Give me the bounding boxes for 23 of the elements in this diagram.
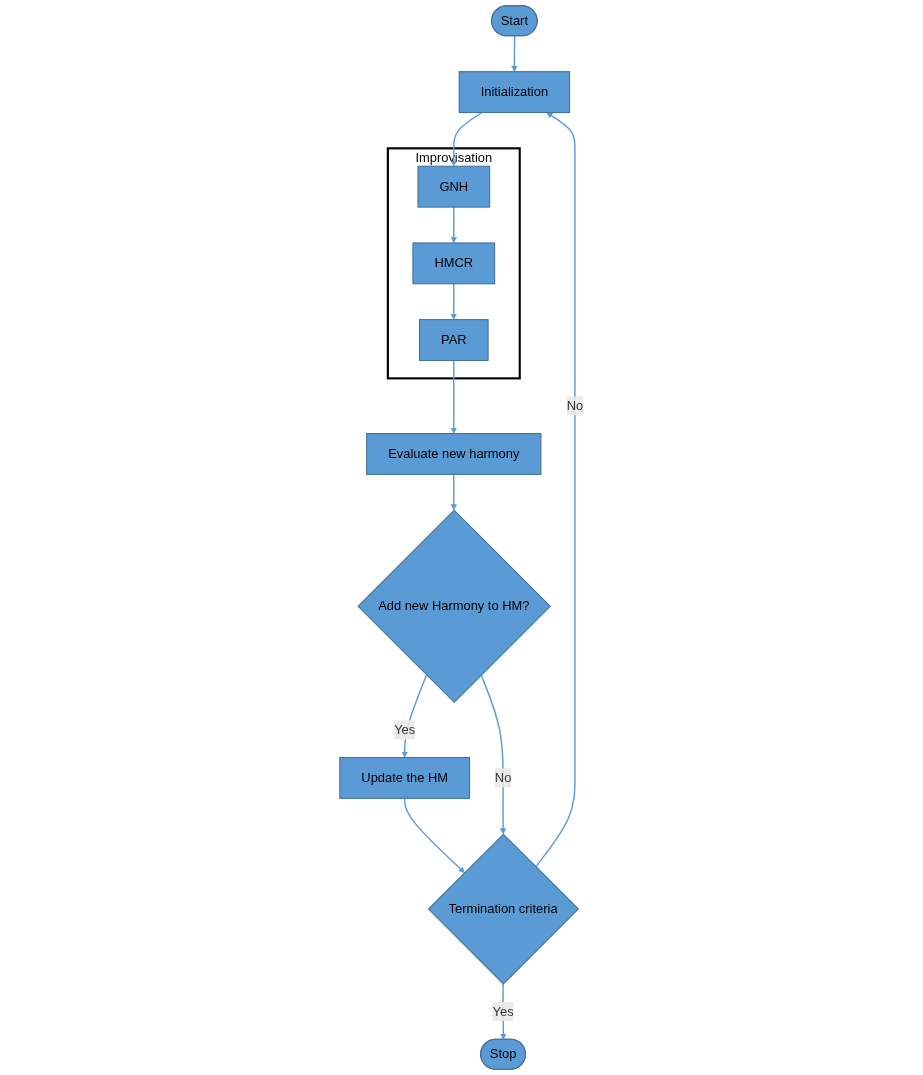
- arrow: [450, 283, 457, 320]
- arrow: [450, 473, 457, 511]
- edge-label: Yes: [394, 722, 416, 737]
- edge-label: Yes: [492, 1004, 514, 1019]
- arrow: [535, 112, 576, 868]
- arrow: [401, 674, 428, 758]
- arrow: [403, 797, 465, 873]
- arrow: [480, 674, 507, 835]
- node-diamond: Add new Harmony to HM?: [357, 509, 551, 704]
- node-diamond: Termination criteria: [427, 833, 580, 985]
- arrow: [511, 35, 518, 72]
- node-box: GNH: [417, 165, 491, 208]
- node-box: Initialization: [458, 71, 571, 114]
- node-box: HMCR: [412, 242, 496, 285]
- node-box: PAR: [418, 319, 489, 361]
- node-box: Evaluate new harmony: [366, 433, 542, 475]
- arrow: [500, 983, 507, 1040]
- arrow: [450, 206, 457, 244]
- node-box: Update the HM: [339, 756, 471, 799]
- edge-label: No: [566, 398, 584, 413]
- arrow: [450, 359, 457, 434]
- edge-label: No: [494, 770, 512, 785]
- arrow: [450, 111, 483, 167]
